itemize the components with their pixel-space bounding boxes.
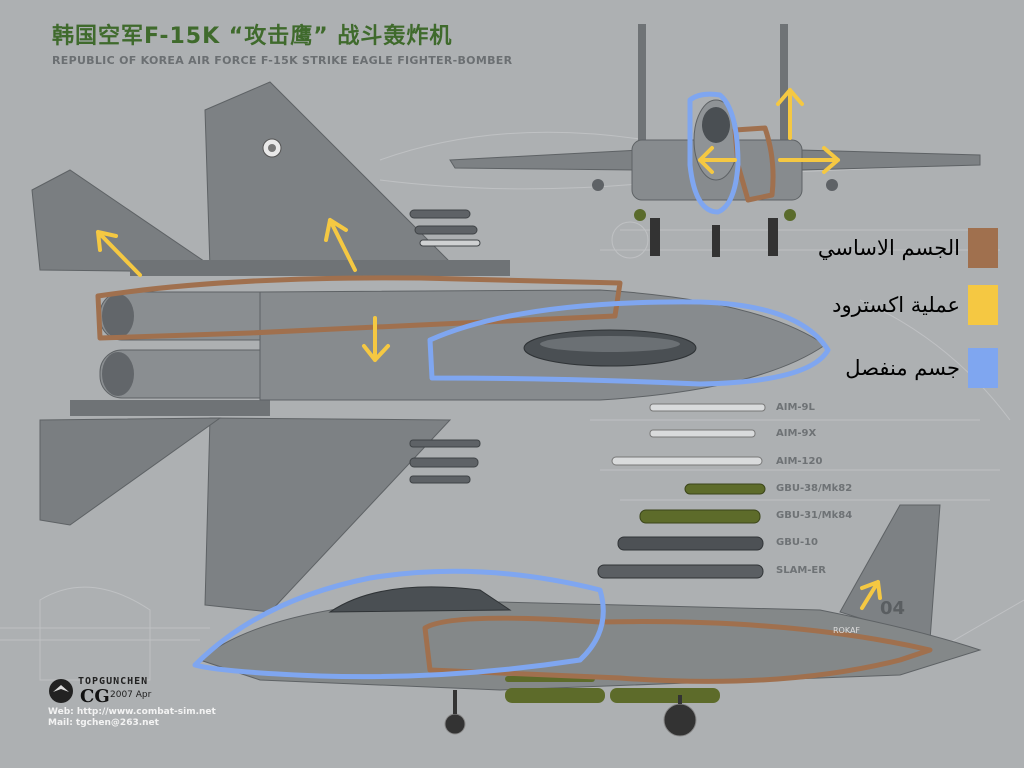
brand-logo-text: CG [80, 686, 110, 707]
weapon-label: SLAM-ER [776, 565, 826, 576]
legend-label-separate-body: جسم منفصل [845, 356, 960, 380]
top-view-aircraft [31, 81, 826, 613]
weapon-label: GBU-10 [776, 537, 819, 548]
stores-top-view [409, 209, 481, 484]
brand-name: TOPGUNCHEN [78, 676, 149, 687]
brand-date: 2007 Apr [110, 690, 152, 700]
legend-swatch-yellow [968, 285, 998, 325]
legend-swatch-blue [968, 348, 998, 388]
title-english: REPUBLIC OF KOREA AIR FORCE F-15K STRIKE… [52, 54, 513, 67]
weapon-label: AIM-120 [776, 456, 823, 467]
tail-number: 04 [880, 598, 906, 619]
blue-outlines [192, 91, 831, 680]
credits-mail: Mail: tgchen@263.net [48, 718, 159, 728]
eagle-logo-icon [49, 679, 73, 703]
legend-label-main-body: الجسم الاساسي [817, 236, 960, 260]
legend-item-extrude: عملية اكسترود [832, 285, 998, 325]
legend-swatch-brown [968, 228, 998, 268]
weapon-label: GBU-38/Mk82 [776, 483, 853, 494]
legend-item-separate-body: جسم منفصل [845, 348, 998, 388]
credits-web: Web: http://www.combat-sim.net [48, 707, 216, 717]
weapons-display [597, 403, 766, 579]
weapon-label: AIM-9L [776, 402, 815, 413]
legend-item-main-body: الجسم الاساسي [818, 228, 998, 268]
yellow-arrows [96, 88, 882, 610]
weapon-label: GBU-31/Mk84 [776, 510, 853, 521]
title-chinese: 韩国空军F-15K “攻击鹰” 战斗轰炸机 [52, 24, 453, 49]
legend-label-extrude: عملية اكسترود [832, 293, 960, 317]
front-view-aircraft [449, 24, 981, 257]
rokaf-badge: ROKAF [833, 626, 861, 635]
weapon-label: AIM-9X [776, 428, 817, 439]
